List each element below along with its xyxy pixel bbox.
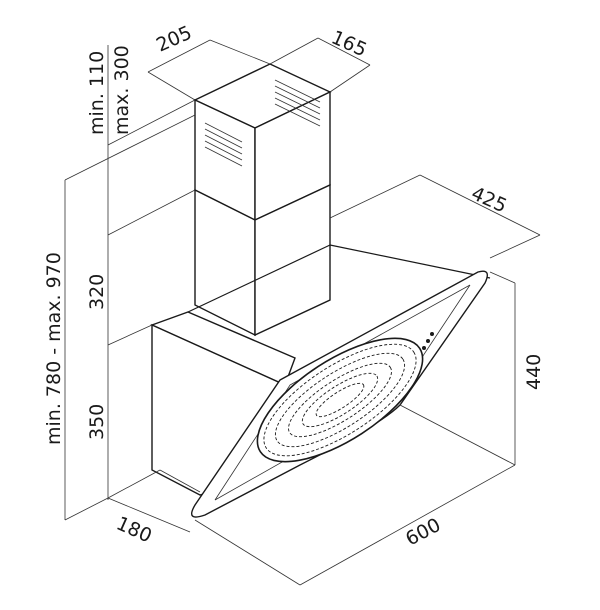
chimney-vent-right xyxy=(274,79,321,127)
dim-chimney-min: min. 110 xyxy=(86,51,108,135)
control-buttons xyxy=(422,332,434,350)
dim-hood-depth: 425 xyxy=(468,182,510,217)
chimney-upper xyxy=(193,63,332,222)
dim-chimney-width: 165 xyxy=(328,26,370,61)
chimney-vent-left xyxy=(204,122,243,167)
hood-glass-panel xyxy=(191,270,488,518)
chimney-lower xyxy=(194,183,331,337)
dimension-lines xyxy=(64,37,541,586)
dim-overall-height: min. 780 - max. 970 xyxy=(43,252,65,445)
dim-body-height: 350 xyxy=(86,404,108,440)
dim-front-height: 440 xyxy=(523,354,545,390)
dim-body-depth: 180 xyxy=(113,512,155,547)
grease-filter xyxy=(256,337,424,463)
dim-hood-width: 600 xyxy=(402,514,444,550)
dim-chimney-max: max. 300 xyxy=(111,45,133,135)
dim-upper-cover: 320 xyxy=(86,274,108,310)
